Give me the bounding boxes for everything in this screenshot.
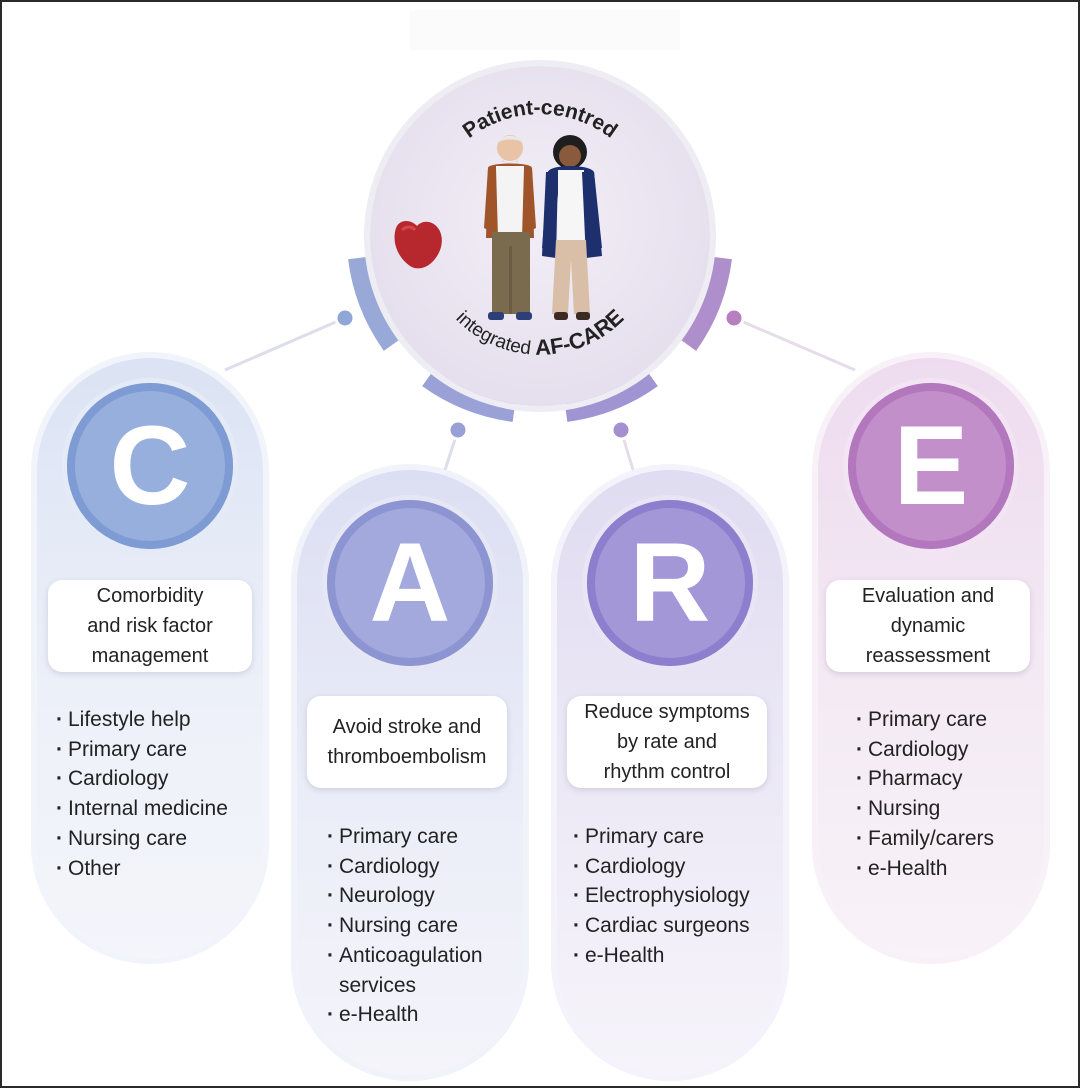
- list-item: Electrophysiology: [573, 881, 773, 911]
- list-item: Anticoagulation services: [327, 941, 517, 1000]
- list-item: Primary care: [573, 822, 773, 852]
- pillar-a-items: Primary care Cardiology Neurology Nursin…: [327, 822, 517, 1030]
- letter-a: A: [369, 520, 451, 645]
- pillar-r-items: Primary care Cardiology Electrophysiolog…: [573, 822, 773, 971]
- list-item: Cardiology: [856, 735, 1026, 765]
- letter-e: E: [893, 403, 969, 528]
- center-circle: Patient-centred integrated AF-CARE: [360, 56, 720, 416]
- list-item: Cardiac surgeons: [573, 911, 773, 941]
- patients-icon: [484, 135, 602, 320]
- list-item: Primary care: [856, 705, 1026, 735]
- connector-e: [733, 316, 856, 372]
- pillar-c-title: Comorbidity and risk factor management: [48, 580, 252, 672]
- list-item: e-Health: [856, 854, 1026, 884]
- letter-circle-r: R: [587, 500, 753, 666]
- letter-circle-c: C: [67, 383, 233, 549]
- list-item: e-Health: [573, 941, 773, 971]
- list-item: Nursing care: [56, 824, 256, 854]
- connector-dot-r: [610, 419, 632, 441]
- woman-figure-icon: [542, 135, 602, 320]
- pillar-r-title: Reduce symptoms by rate and rhythm contr…: [567, 696, 767, 788]
- arc-segment-2: [422, 369, 516, 422]
- pillar-e-title: Evaluation and dynamic reassessment: [826, 580, 1030, 672]
- center-ring-text: Patient-centred integrated AF-CARE: [452, 96, 629, 360]
- connector-c: [224, 316, 346, 372]
- list-item: Other: [56, 854, 256, 884]
- man-figure-icon: [484, 135, 536, 320]
- arc-segment-3: [564, 369, 658, 422]
- pillar-e-items: Primary care Cardiology Pharmacy Nursing…: [856, 705, 1026, 883]
- letter-r: R: [629, 520, 711, 645]
- letter-circle-a: A: [327, 500, 493, 666]
- list-item: Lifestyle help: [56, 705, 256, 735]
- list-item: Cardiology: [573, 852, 773, 882]
- arc-segment-4: [679, 256, 732, 351]
- pillar-c-items: Lifestyle help Primary care Cardiology I…: [56, 705, 256, 883]
- letter-circle-e: E: [848, 383, 1014, 549]
- list-item: Nursing care: [327, 911, 517, 941]
- connector-dot-a: [447, 419, 469, 441]
- top-band: [410, 10, 680, 50]
- list-item: Cardiology: [56, 764, 256, 794]
- list-item: Neurology: [327, 881, 517, 911]
- connector-dot-e: [723, 307, 745, 329]
- arc-segment-1: [348, 256, 401, 351]
- heart-icon: [394, 221, 442, 269]
- letter-c: C: [109, 403, 191, 528]
- list-item: Family/carers: [856, 824, 1026, 854]
- list-item: Primary care: [327, 822, 517, 852]
- list-item: Pharmacy: [856, 764, 1026, 794]
- list-item: Primary care: [56, 735, 256, 765]
- list-item: Internal medicine: [56, 794, 256, 824]
- connector-dot-c: [334, 307, 356, 329]
- list-item: Cardiology: [327, 852, 517, 882]
- list-item: Nursing: [856, 794, 1026, 824]
- pillar-a-title: Avoid stroke and thromboembolism: [307, 696, 507, 788]
- list-item: e-Health: [327, 1000, 517, 1030]
